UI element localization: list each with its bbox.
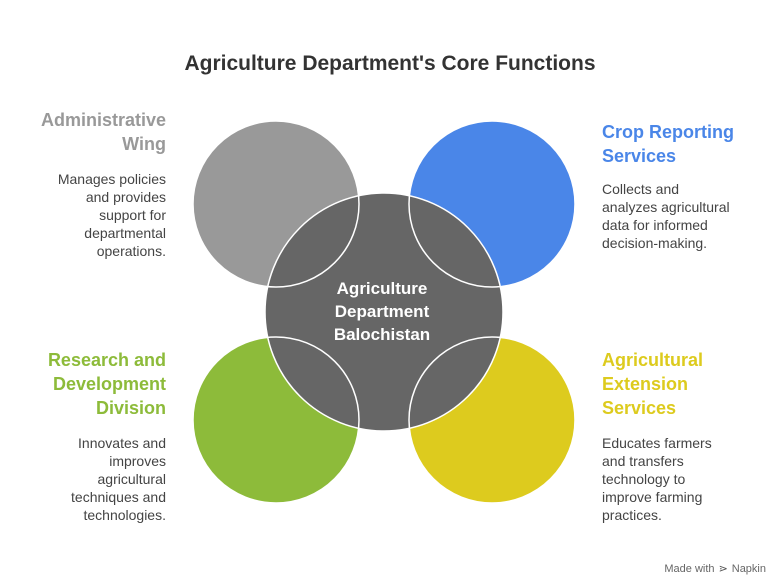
crop-reporting-heading: Crop Reporting Services [602,122,734,166]
diagram-title: Agriculture Department's Core Functions [184,52,596,75]
center-label: Agriculture Department Balochistan [333,279,431,344]
outline-crop-reporting-services [408,120,576,288]
center-circle [265,193,503,431]
made-with-napkin-footer: Made with ⋗ Napkin [664,562,766,576]
agricultural-extension-description: Educates farmers and transfers technolog… [602,435,712,523]
research-development-heading: Research and Development Division [47,350,166,418]
crop-reporting-description: Collects and analyzes agricultural data … [602,181,730,251]
napkin-logo-icon: ⋗ [718,563,728,575]
outline-administrative-wing [192,120,360,288]
made-with-text: Made with [664,562,715,575]
administrative-wing-description: Manages policies and provides support fo… [57,171,166,259]
napkin-brand-text: Napkin [731,562,766,575]
outline-research-development-division [192,336,360,504]
administrative-wing-heading: Administrative Wing [40,110,166,154]
research-development-description: Innovates and improves agricultural tech… [71,435,166,523]
outline-agricultural-extension-services [408,336,576,504]
outline-center-circle [264,192,504,432]
agricultural-extension-heading: Agricultural Extension Services [602,350,704,418]
